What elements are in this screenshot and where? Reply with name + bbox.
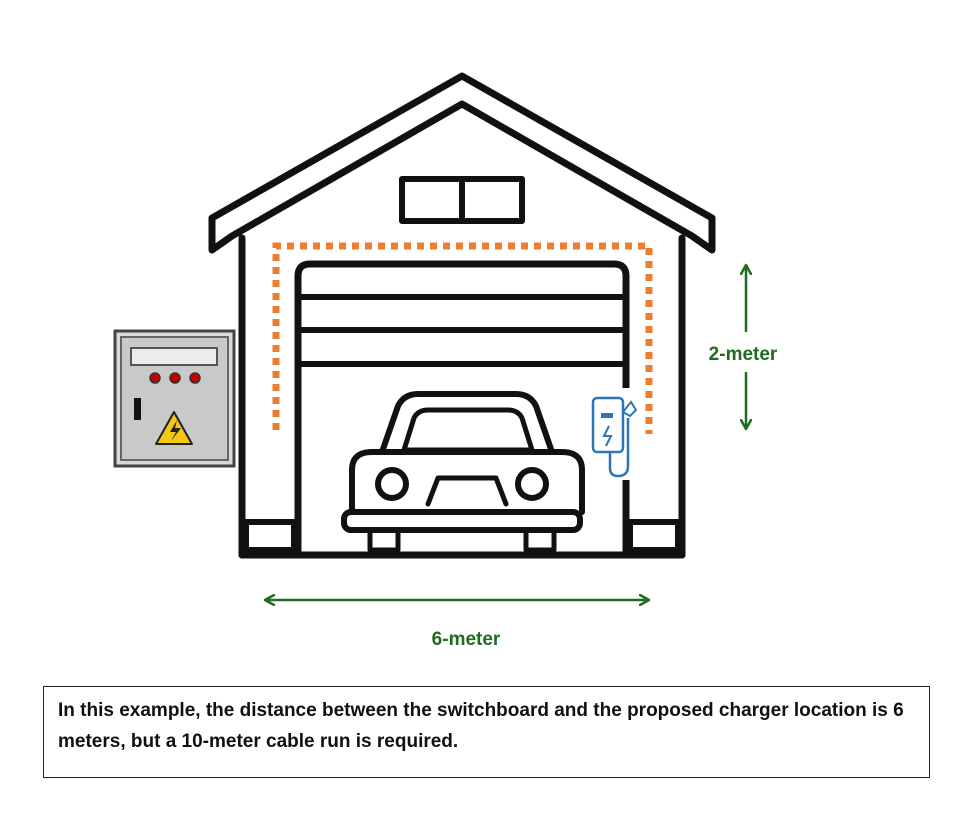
switchboard-display (130, 347, 218, 366)
indicator-light (189, 372, 201, 384)
width-dimension: 6-meter (266, 600, 648, 650)
car-headlight-left (375, 467, 409, 501)
car-headlight-right (515, 467, 549, 501)
car-windshield (401, 407, 535, 453)
car-wheel-left (367, 527, 401, 553)
cable-route (272, 242, 653, 434)
garage-door (294, 260, 630, 559)
switchboard-icon (113, 329, 236, 468)
car-icon (341, 391, 585, 553)
left-plinth (243, 519, 297, 553)
car-roof (379, 391, 555, 455)
height-dimension: 2-meter (709, 266, 778, 428)
caption-box: In this example, the distance between th… (43, 686, 930, 778)
roof (208, 72, 716, 254)
caption-text: In this example, the distance between th… (58, 700, 904, 752)
car-grille (425, 475, 509, 507)
car-wheel-right (523, 527, 557, 553)
high-voltage-warning-icon (155, 411, 193, 445)
switchboard-handle (134, 398, 141, 420)
car-body (349, 449, 585, 515)
car-bumper (341, 509, 583, 533)
ev-charger-icon (586, 388, 638, 480)
indicator-light (169, 372, 181, 384)
garage-icon (208, 72, 716, 559)
width-label: 6-meter (432, 629, 501, 650)
height-label: 2-meter (709, 344, 778, 365)
right-plinth (627, 519, 681, 553)
indicator-light (149, 372, 161, 384)
